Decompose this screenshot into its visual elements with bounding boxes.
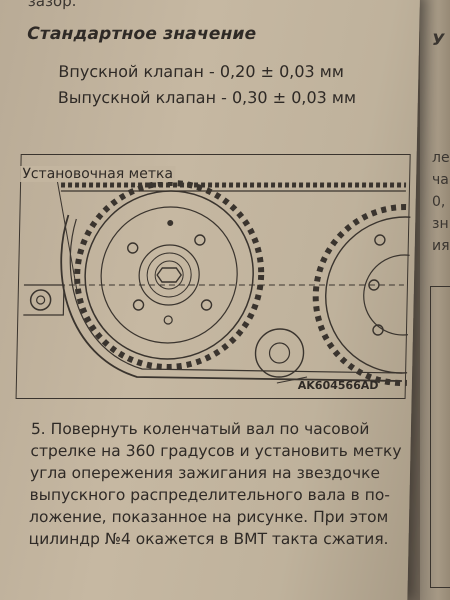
- section-title: Стандартное значение: [26, 24, 257, 44]
- spec-exhaust: Выпускной клапан - 0,30 ± 0,03 мм: [57, 88, 357, 107]
- step-line: стрелке на 360 градусов и установить мет…: [30, 442, 402, 460]
- right-column-fragment: ия: [432, 238, 450, 254]
- spec-intake: Впускной клапан - 0,20 ± 0,03 мм: [58, 62, 345, 81]
- exhaust-sprocket: [312, 204, 450, 386]
- figure-code: AK604566AD: [297, 379, 379, 392]
- step-line: угла опережения зажигания на звездочке: [29, 464, 381, 482]
- step-line: выпускного распределительного вала в по-: [29, 486, 391, 504]
- right-column-heading-fragment: У: [432, 30, 445, 49]
- right-column-fragment: ча: [432, 172, 449, 188]
- step-line: 5. Повернуть коленчатый вал по часовой: [30, 420, 370, 438]
- step-5-text: 5. Повернуть коленчатый вал по часовой с…: [28, 418, 403, 550]
- right-column-fragment: зн: [432, 216, 449, 232]
- timing-diagram: [15, 154, 450, 399]
- intake-sprocket: [74, 180, 265, 370]
- right-column-fragment: 0,: [432, 194, 446, 210]
- step-line: ложение, показанное на рисунке. При этом: [28, 508, 389, 526]
- next-page-edge: [420, 0, 450, 600]
- header-cut-text: зазор.: [27, 0, 77, 10]
- timing-diagram-drawing: [23, 174, 450, 386]
- right-column-fragment: ле: [432, 150, 450, 166]
- right-column-frame: [430, 286, 450, 588]
- timing-mark-label: Установочная метка: [20, 166, 176, 182]
- step-line: цилиндр №4 окажется в ВМТ такта сжатия.: [28, 530, 389, 548]
